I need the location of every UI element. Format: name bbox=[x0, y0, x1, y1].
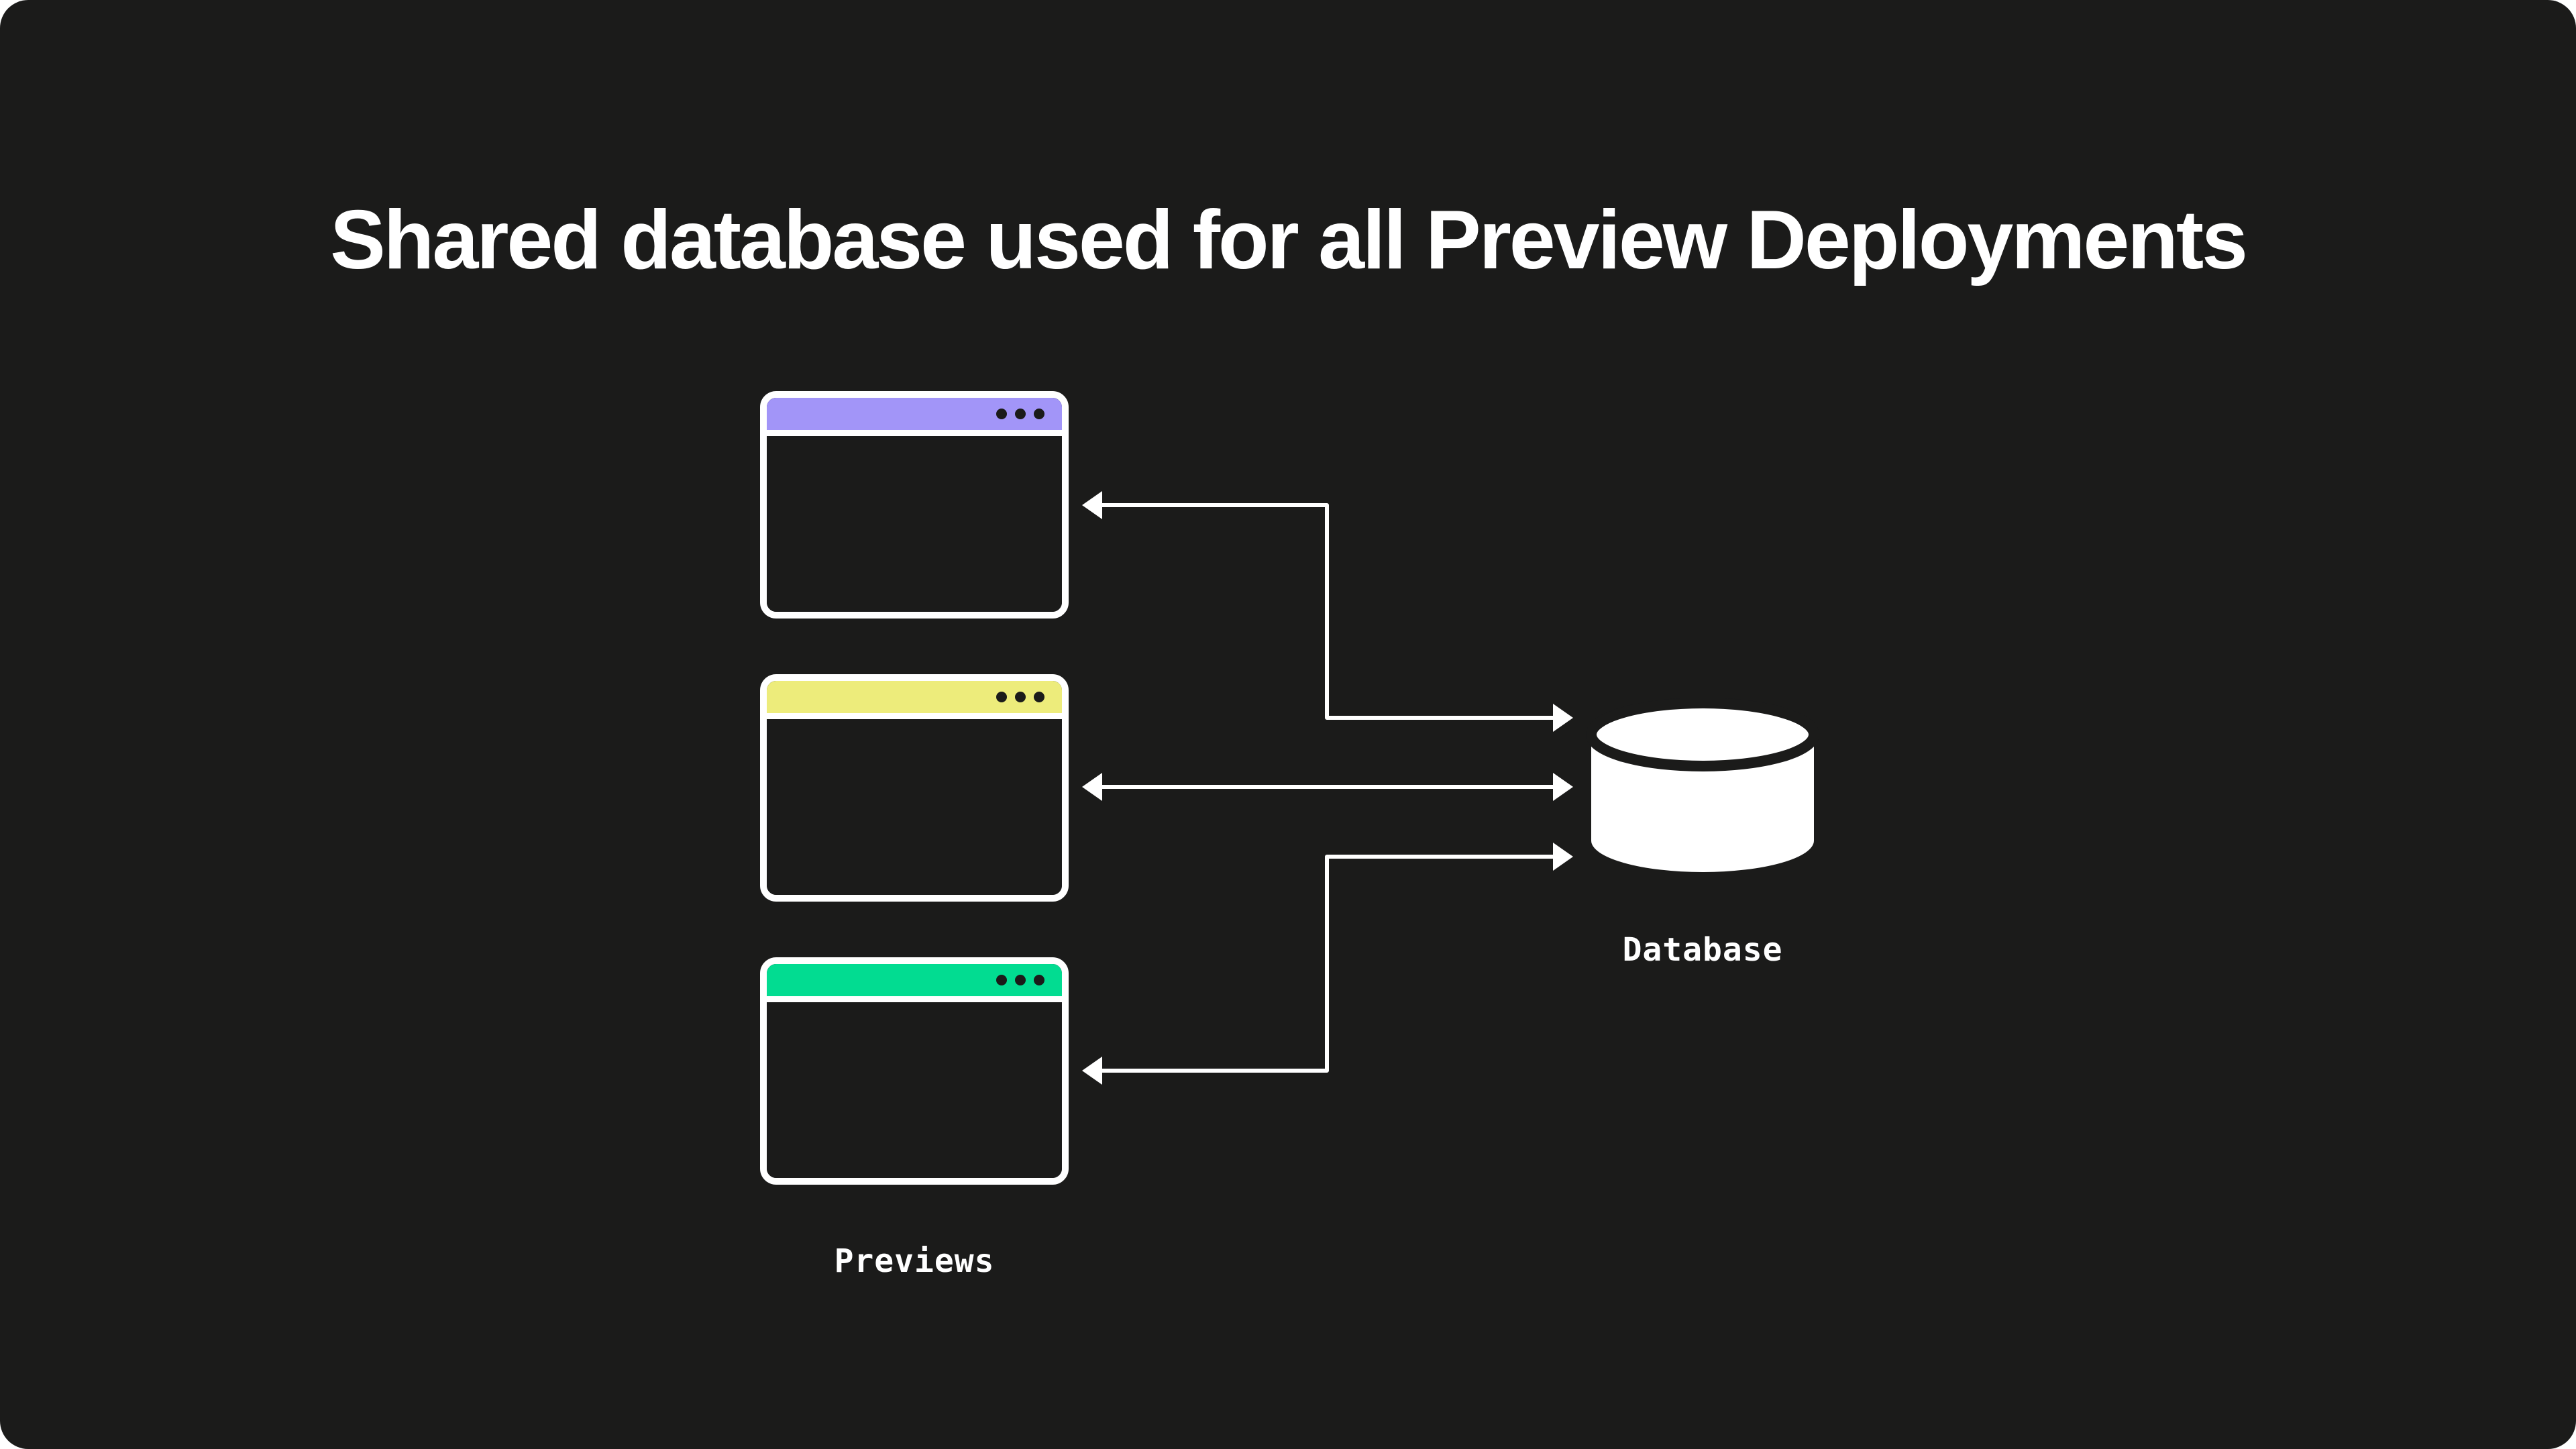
window-titlebar bbox=[767, 964, 1062, 1002]
window-body bbox=[767, 436, 1062, 612]
preview-window-green bbox=[760, 957, 1069, 1185]
diagram-title: Shared database used for all Preview Dep… bbox=[330, 194, 2248, 286]
arrow-line-green-to-database bbox=[1101, 855, 1554, 1073]
arrow-line-purple-to-database bbox=[1101, 503, 1554, 720]
database-label: Database bbox=[1622, 931, 1783, 969]
preview-window-purple bbox=[760, 391, 1069, 619]
arrowhead-right-database-bottom-icon bbox=[1553, 843, 1573, 871]
arrowhead-right-database-top-icon bbox=[1553, 704, 1573, 732]
window-dot-icon bbox=[1034, 409, 1044, 419]
window-dot-icon bbox=[1034, 975, 1044, 985]
window-dot-icon bbox=[1015, 692, 1026, 702]
window-body bbox=[767, 1002, 1062, 1178]
window-titlebar bbox=[767, 398, 1062, 436]
database-cylinder-body bbox=[1591, 735, 1814, 872]
window-dot-icon bbox=[1015, 409, 1026, 419]
arrowhead-left-yellow-icon bbox=[1082, 773, 1102, 801]
database-cylinder-lid bbox=[1586, 698, 1819, 771]
window-dot-icon bbox=[996, 409, 1007, 419]
arrowhead-left-purple-icon bbox=[1082, 491, 1102, 519]
window-dot-icon bbox=[1034, 692, 1044, 702]
window-dot-icon bbox=[1015, 975, 1026, 985]
arrowhead-right-database-middle-icon bbox=[1553, 773, 1573, 801]
arrowhead-left-green-icon bbox=[1082, 1057, 1102, 1085]
window-dot-icon bbox=[996, 975, 1007, 985]
preview-window-yellow bbox=[760, 674, 1069, 902]
window-body bbox=[767, 719, 1062, 895]
previews-label: Previews bbox=[834, 1242, 995, 1280]
database-cylinder-icon bbox=[1586, 698, 1819, 872]
window-titlebar bbox=[767, 681, 1062, 719]
window-dot-icon bbox=[996, 692, 1007, 702]
